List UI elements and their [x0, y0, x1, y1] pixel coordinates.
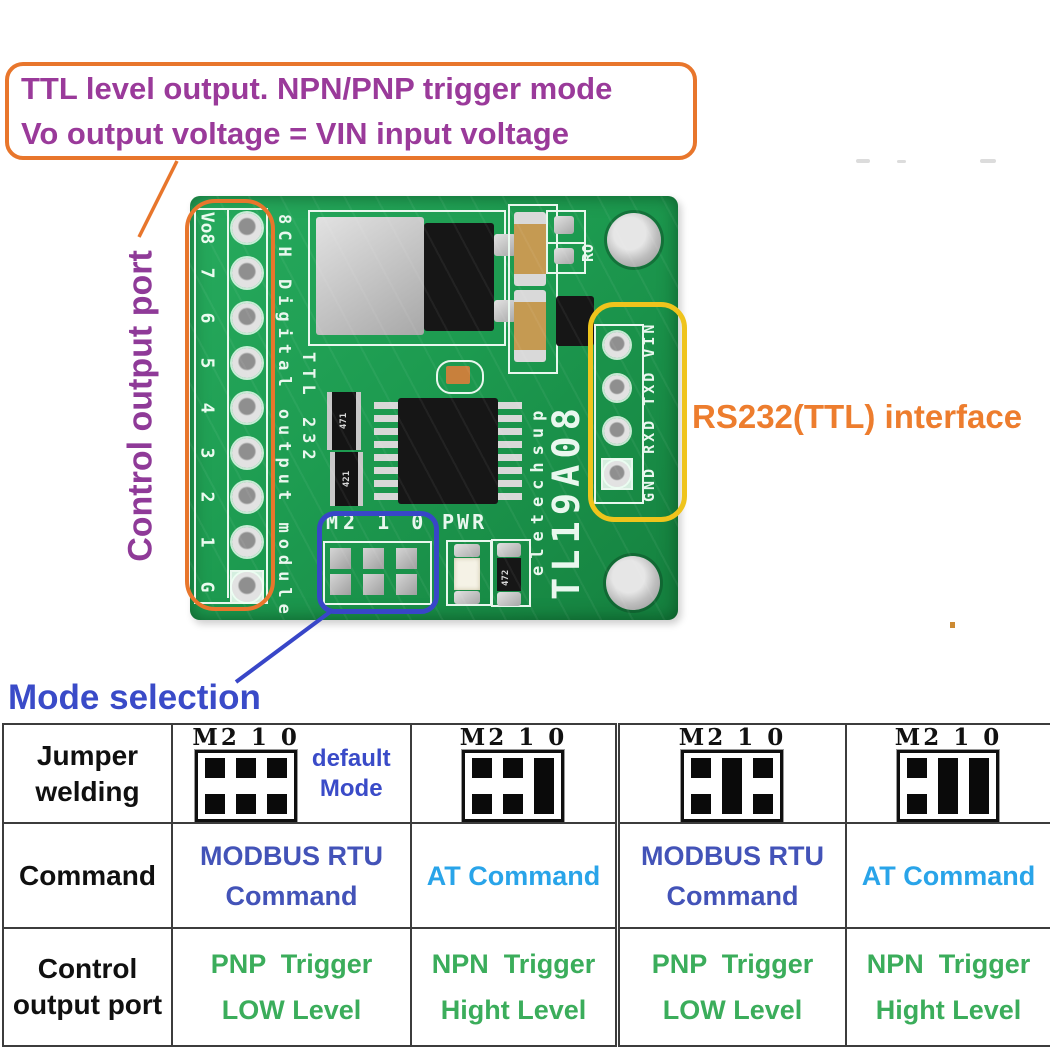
- row-header-jumper-welding: Jumper welding: [4, 725, 173, 824]
- command-cell-3: AT Command: [847, 824, 1050, 929]
- smd-pad-frame: [546, 210, 586, 244]
- resistor-pad: [497, 592, 521, 606]
- command-cell-2: MODBUS RTU Command: [620, 824, 847, 929]
- silkscreen-ttl232-text: TTL 232: [298, 352, 318, 466]
- smd-pad: [554, 216, 574, 234]
- orange-leader-line: [137, 160, 179, 238]
- jumper-pin-names: M2 1 0: [192, 725, 300, 751]
- jumper-diagram-0: M2 1 0: [192, 725, 300, 822]
- note-line-1: TTL level output. NPN/PNP trigger mode: [21, 71, 613, 106]
- resistor-pad: [497, 543, 521, 557]
- resistor-network: 421: [330, 452, 363, 506]
- jumper-diagram-3: M2 1 0: [894, 725, 1003, 822]
- brand-silkscreen: eletechsup: [528, 403, 548, 576]
- rs232-interface-label: RS232(TTL) interface: [692, 398, 1023, 435]
- output-cell-0: PNP Trigger LOW Level: [173, 929, 412, 1045]
- smd-pad-frame: [546, 242, 586, 274]
- jumper-column-bridged: [969, 757, 990, 814]
- command-cell-1: AT Command: [412, 824, 615, 929]
- jumper-column-open: [753, 757, 774, 814]
- faint-mark: [950, 622, 955, 628]
- resistor-value: 421: [341, 470, 352, 488]
- pwr-silkscreen-label: PWR: [442, 510, 488, 534]
- mode-table-right: M2 1 0 M2 1 0 MODBUS RTU Command AT Comm…: [618, 723, 1050, 1047]
- resistor-network: 471: [327, 392, 361, 450]
- jumper-cell-2: M2 1 0: [620, 725, 847, 824]
- jumper-pattern: [194, 748, 299, 822]
- row-header-command: Command: [4, 824, 173, 929]
- jumper-cell-3: M2 1 0: [847, 725, 1050, 824]
- control-output-port-annotation-box: [185, 199, 275, 611]
- jumper-pin-names: M2 1 0: [894, 725, 1003, 751]
- command-cell-0: MODBUS RTU Command: [173, 824, 412, 929]
- jumper-diagram-2: M2 1 0: [678, 725, 787, 822]
- mode-jumper-annotation-box: [317, 511, 439, 614]
- led-pad: [454, 591, 480, 604]
- jumper-column-open: [503, 757, 524, 814]
- note-line-2: Vo output voltage = VIN input voltage: [21, 116, 569, 151]
- ttl-note-box: TTL level output. NPN/PNP trigger mode V…: [5, 62, 697, 160]
- faint-mark: [980, 159, 996, 163]
- output-cell-2: PNP Trigger LOW Level: [620, 929, 847, 1045]
- jumper-pin-names: M2 1 0: [678, 725, 787, 751]
- resistor-value: 471: [339, 412, 349, 430]
- smd-pad: [554, 248, 574, 264]
- jumper-column-bridged: [938, 757, 959, 814]
- jumper-cell-0: M2 1 0 default Mode: [173, 725, 412, 824]
- jumper-column-open: [236, 757, 257, 814]
- mounting-hole: [606, 556, 660, 610]
- mode-selection-title: Mode selection: [8, 678, 261, 717]
- jumper-pin-names: M2 1 0: [459, 725, 568, 751]
- jumper-diagram-1: M2 1 0: [459, 725, 568, 822]
- pwr-led: [454, 558, 480, 590]
- led-silk-frame: [446, 540, 492, 606]
- jumper-column-open: [907, 757, 928, 814]
- pcb-photo: 8CH Digital output module TTL 232 eletec…: [190, 196, 678, 620]
- jumper-cell-1: M2 1 0: [412, 725, 615, 824]
- faint-mark: [897, 160, 906, 163]
- mounting-hole: [607, 213, 661, 267]
- ic-body: [398, 398, 498, 504]
- ic-pins-left: [374, 402, 398, 502]
- regulator-body: [424, 223, 494, 331]
- led-pad: [454, 544, 480, 557]
- jumper-column-open: [472, 757, 493, 814]
- jumper-column-bridged: [534, 757, 555, 814]
- capacitor-silk-frame: [508, 204, 558, 374]
- jumper-column-open: [267, 757, 288, 814]
- output-cell-1: NPN Trigger Hight Level: [431, 949, 596, 1025]
- regulator-silk-frame: [308, 210, 506, 346]
- smd-cap: [446, 366, 470, 384]
- output-cell-3: NPN Trigger Hight Level: [866, 949, 1031, 1025]
- ic-pins-right: [498, 402, 522, 502]
- default-mode-note: default Mode: [311, 744, 391, 802]
- model-silkscreen: TL19A08: [545, 402, 588, 600]
- regulator-lead: [494, 300, 516, 322]
- mode-table-left: Jumper welding M2 1 0 default Mode M2 1 …: [2, 723, 617, 1047]
- control-output-port-label: Control output port: [121, 250, 160, 562]
- resistor-value: 472: [501, 569, 511, 586]
- jumper-pattern: [896, 748, 1001, 822]
- ro-silkscreen: RO: [579, 243, 597, 262]
- jumper-column-bridged: [722, 757, 743, 814]
- rs232-annotation-box: [588, 302, 687, 522]
- row-header-control-output: Control output port: [4, 929, 173, 1045]
- regulator-lead: [494, 234, 516, 256]
- faint-mark: [856, 159, 870, 163]
- capacitor: [514, 212, 546, 286]
- regulator-tab: [316, 217, 424, 335]
- resistor-body: [497, 558, 521, 591]
- silkscreen-module-text: 8CH Digital output module: [274, 214, 294, 620]
- jumper-column-open: [205, 757, 226, 814]
- capacitor: [514, 290, 546, 362]
- jumper-pattern: [461, 748, 566, 822]
- jumper-column-open: [691, 757, 712, 814]
- smd-cap-silk: [436, 360, 484, 394]
- resistor-silk-frame: [491, 539, 531, 607]
- jumper-pattern: [680, 748, 785, 822]
- blue-leader-line: [234, 610, 332, 684]
